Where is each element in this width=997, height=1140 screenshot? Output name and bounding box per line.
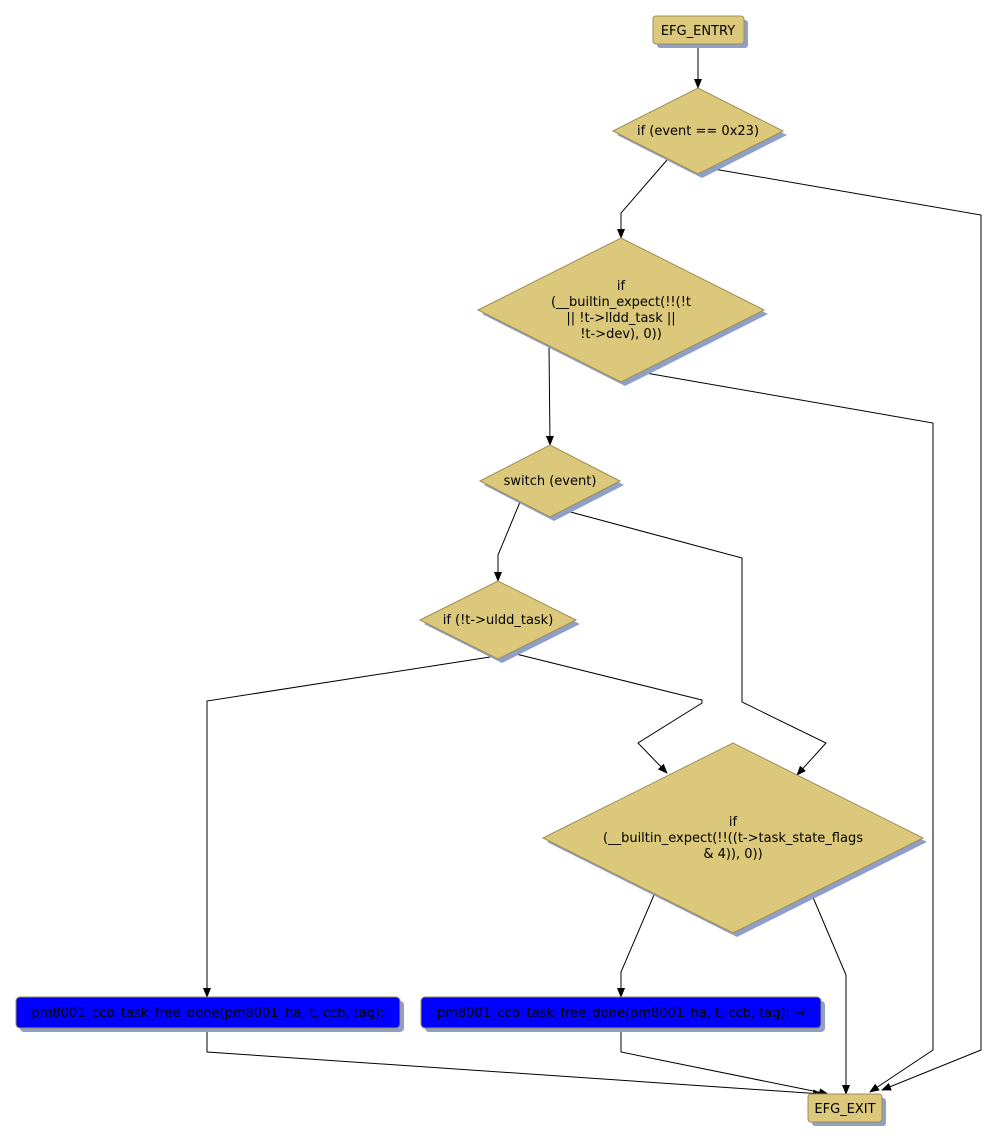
edges bbox=[203, 44, 982, 1098]
edge bbox=[545, 345, 554, 446]
statement-free-done-1[interactable]: pm8001_ccb_task_free_done(pm8001_ha, t, … bbox=[15, 996, 404, 1032]
decision-label: (__builtin_expect(!!(!t bbox=[551, 295, 691, 310]
decision-uldd-task[interactable]: if (!t->uldd_task) bbox=[418, 580, 580, 663]
edge bbox=[511, 652, 703, 774]
decision-builtin-expect-task[interactable]: if (__builtin_expect(!!(!t || !t->lldd_t… bbox=[476, 237, 768, 386]
entry-node[interactable]: EFG_ENTRY bbox=[652, 15, 748, 48]
statement-label: pm8001_ccb_task_free_done(pm8001_ha, t, … bbox=[437, 1006, 805, 1021]
decision-label: || !t->lldd_task || bbox=[566, 311, 675, 326]
decision-label: & 4)), 0)) bbox=[703, 847, 762, 862]
exit-label: EFG_EXIT bbox=[814, 1102, 875, 1117]
decision-label: !t->dev), 0)) bbox=[580, 327, 662, 342]
decision-label: switch (event) bbox=[504, 474, 597, 489]
statement-free-done-2[interactable]: pm8001_ccb_task_free_done(pm8001_ha, t, … bbox=[420, 996, 825, 1032]
decision-label: (__builtin_expect(!!((t->task_state_flag… bbox=[603, 831, 863, 846]
decision-label: if bbox=[617, 279, 626, 294]
edge bbox=[617, 894, 655, 998]
edge bbox=[639, 371, 934, 1093]
decision-task-state-flags[interactable]: if (__builtin_expect(!!((t->task_state_f… bbox=[541, 742, 927, 937]
decision-label: if bbox=[729, 815, 738, 830]
decision-event-check[interactable]: if (event == 0x23) bbox=[611, 87, 787, 178]
entry-label: EFG_ENTRY bbox=[661, 24, 735, 39]
edge bbox=[707, 167, 982, 1091]
edge bbox=[617, 159, 668, 239]
edge bbox=[203, 656, 491, 998]
statement-label: pm8001_ccb_task_free_done(pm8001_ha, t, … bbox=[32, 1006, 385, 1021]
decision-label: if (!t->uldd_task) bbox=[443, 613, 554, 628]
decision-label: if (event == 0x23) bbox=[637, 124, 759, 139]
edge bbox=[206, 1028, 823, 1098]
edge bbox=[494, 501, 521, 582]
edge bbox=[620, 1028, 829, 1097]
switch-event[interactable]: switch (event) bbox=[478, 444, 624, 521]
edge bbox=[562, 509, 827, 776]
edge bbox=[811, 894, 850, 1095]
exit-node[interactable]: EFG_EXIT bbox=[807, 1093, 886, 1126]
